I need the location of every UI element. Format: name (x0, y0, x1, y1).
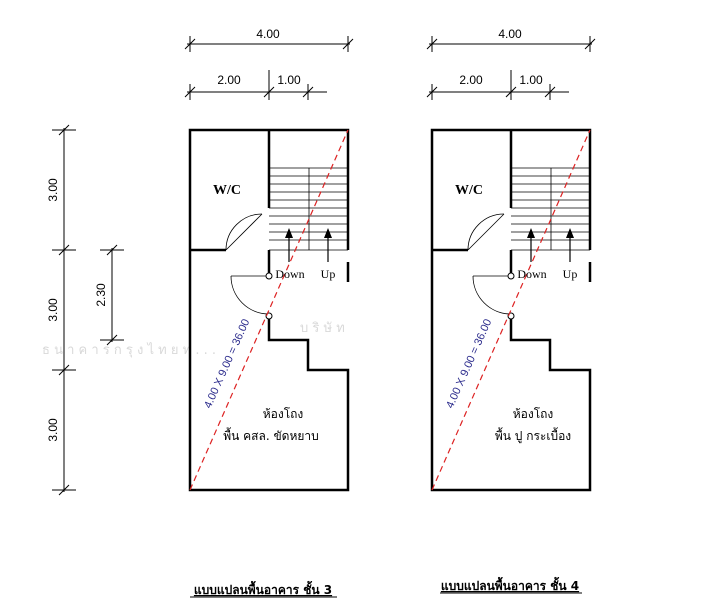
area-diagonal (431, 129, 591, 491)
door-swings (467, 213, 512, 315)
floor-plan-3: 4.00 2.00 1.00 (184, 27, 354, 598)
dimension-wc-width: 2.00 (217, 73, 241, 87)
plan-title: แบบแปลนพื้นอาคาร ชั้น 4 (441, 576, 579, 593)
room-name: ห้องโถง (513, 407, 554, 421)
dimension-wc-width: 2.00 (459, 73, 483, 87)
floor-finish: พื้น คสล. ขัดหยาบ (223, 427, 319, 443)
dimension-stair-width: 1.00 (277, 73, 301, 87)
dimension-stair-width: 1.00 (519, 73, 543, 87)
walls (430, 128, 592, 492)
vertical-dimensions (52, 124, 124, 496)
stair-up-label: Up (563, 267, 578, 281)
wc-label: W/C (213, 183, 241, 198)
dimension-stair-depth: 2.30 (94, 283, 108, 307)
staircase (269, 167, 348, 251)
dimension-bay-3: 3.00 (46, 418, 60, 442)
room-name: ห้องโถง (263, 407, 304, 421)
dimension-total-width: 4.00 (256, 27, 280, 41)
area-diagonal (189, 129, 349, 491)
walls (188, 128, 350, 492)
stair-down-label: Down (275, 267, 304, 281)
stair-up-label: Up (321, 267, 336, 281)
stair-down-label: Down (517, 267, 546, 281)
dimension-total-width: 4.00 (498, 27, 522, 41)
door-swings (225, 213, 270, 315)
floor-finish: พื้น ปู กระเบื้อง (495, 427, 571, 444)
area-label: 4.00 X 9.00 = 36.00 (444, 317, 494, 410)
watermark-line-2: ธ น า ค า ร ก รุ ง ไ ท ย ท . . . (42, 342, 216, 358)
wc-label: W/C (455, 183, 483, 198)
watermark-line-1: บ ริ ษั ท (300, 321, 345, 336)
dimension-bay-2: 3.00 (46, 298, 60, 322)
dimension-bay-1: 3.00 (46, 178, 60, 202)
staircase (511, 167, 590, 251)
plan-title: แบบแปลนพื้นอาคาร ชั้น 3 (194, 580, 332, 597)
floor-plan-4: 4.00 2.00 1.00 (426, 27, 596, 594)
area-label: 4.00 X 9.00 = 36.00 (202, 317, 252, 410)
